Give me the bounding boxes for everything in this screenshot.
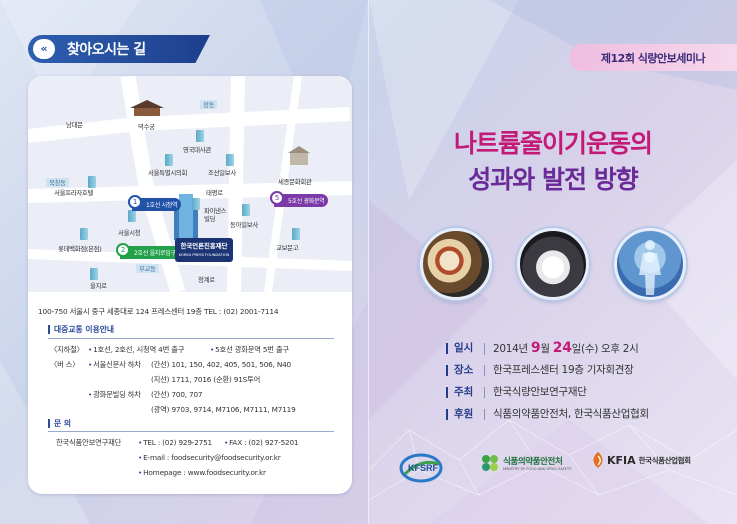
building-icon — [192, 198, 200, 210]
bus-stop-2-lines: (간선) 700, 707 — [151, 390, 203, 399]
map-label-lotte: 롯데백화점(본점) — [58, 245, 102, 253]
location-map: 정동 뎍수궁 남대문 영국대사관 서울특별시의회 조선일보사 세종문화회관 북창… — [28, 76, 352, 292]
map-label-sejong-center: 세종문화회관 — [278, 178, 312, 186]
detail-value: 한국프레스센터 19층 기자회견장 — [484, 365, 634, 376]
building-icon — [226, 154, 234, 166]
building-icon — [90, 268, 98, 280]
map-label-plaza-hotel: 서울프라자호텔 — [54, 189, 94, 197]
detail-key: 장소 — [446, 365, 484, 376]
detail-key: 주최 — [446, 387, 484, 398]
building-icon — [80, 228, 88, 240]
detail-row-datetime: 일시 2014년 9월 24일(수) 오후 2시 — [446, 340, 639, 357]
mfds-logo: 식품의약품안전처 MINISTRY OF FOOD AND DRUG SAFET… — [479, 452, 571, 474]
kfia-name: 한국식품산업협회 — [638, 455, 691, 465]
building-icon — [165, 154, 173, 166]
bus-stop-1-lines-2: (지선) 1711, 7016 (순환) 91S투어 — [151, 375, 261, 384]
kfia-emblem-icon — [593, 452, 603, 468]
subway-label: 〈지하철〉 — [50, 345, 84, 354]
left-page: « 찾아오시는 길 — [0, 0, 368, 524]
contact-tel: TEL : (02) 929-2751 — [138, 438, 212, 447]
page-fold — [368, 0, 369, 524]
human-body-image — [614, 228, 686, 300]
subway-icon: 2 — [116, 243, 130, 257]
salt-bowl-image — [517, 228, 589, 300]
title-line-2: 성과와 발전 방향 — [468, 165, 638, 194]
detail-value: 2014년 9월 24일(수) 오후 2시 — [484, 341, 639, 355]
building-icon — [242, 204, 250, 216]
destination-name-en: KOREA PRESS FOUNDATION — [178, 252, 230, 257]
bus-stop-1: 서울신문사 하차 — [88, 360, 141, 370]
map-label-bukchangdong: 북창동 — [46, 178, 69, 187]
contact-email[interactable]: E-mail : foodsecurity@foodsecurity.or.kr — [138, 453, 281, 462]
detail-key: 일시 — [446, 343, 484, 354]
detail-value: 식품의약품안전처, 한국식품산업협회 — [484, 409, 649, 420]
bus-label: 〈버 스〉 — [50, 360, 80, 369]
contact-org: 한국식품안보연구재단 — [56, 438, 122, 447]
mfds-name-en: MINISTRY OF FOOD AND DRUG SAFETY — [503, 467, 572, 471]
mfds-name: 식품의약품안전처 — [503, 457, 563, 467]
building-icon — [292, 228, 300, 240]
building-icon — [196, 130, 204, 142]
title-line-1: 나트륨줄이기운동의 — [453, 129, 653, 158]
detail-row-venue: 장소 한국프레스센터 19층 기자회견장 — [446, 362, 634, 379]
human-figure-icon — [639, 240, 661, 295]
address-line: 100-750 서울시 중구 세종대로 124 프레스센터 19층 TEL : … — [38, 307, 279, 316]
contact-homepage[interactable]: Homepage : www.foodsecurity.or.kr — [138, 468, 266, 477]
map-label-chosun-ilbo: 조선일보사 — [208, 169, 236, 177]
map-label-british-embassy: 영국대사관 — [183, 146, 211, 154]
kfsrf-logo: KFSRF — [399, 452, 459, 484]
map-label-euljiro: 을지로 — [90, 282, 107, 290]
kfia-abbr: KFIA — [607, 453, 636, 467]
station-line5-gwanghwamun: 5 5호선 광화문역 — [270, 191, 329, 207]
divider — [48, 338, 334, 339]
map-label-seoul-council: 서울특별시의회 — [148, 169, 188, 177]
subway-icon: 1 — [128, 195, 142, 209]
station-line1-cityhall: 1 1호선 시청역 — [128, 195, 182, 211]
transport-heading: 대중교통 이용안내 — [48, 325, 114, 334]
map-label-chungdong: 정동 — [200, 100, 218, 109]
kfia-logo: KFIA 한국식품산업협회 — [591, 452, 691, 468]
double-chevron-left-icon: « — [33, 39, 55, 59]
map-label-gyobo: 교보문고 — [276, 244, 299, 252]
kfsrf-emblem-icon: KFSRF — [399, 453, 443, 483]
location-card: 정동 뎍수궁 남대문 영국대사관 서울특별시의회 조선일보사 세종문화회관 북창… — [28, 76, 352, 494]
section-title-tab: « 찾아오시는 길 — [28, 35, 210, 63]
map-label-namdaemun: 남대문 — [66, 121, 83, 129]
bus-stop-1-lines: (간선) 101, 150, 402, 405, 501, 506, N40 — [151, 360, 291, 369]
map-label-seoul-cityhall: 서울시청 — [118, 229, 141, 237]
map-label-dong-a: 동아일보사 — [230, 221, 258, 229]
svg-text:KFSRF: KFSRF — [408, 463, 438, 473]
contact-fax: FAX : (02) 927-5201 — [224, 438, 298, 447]
map-label-taepyeongro: 태평로 — [206, 189, 223, 197]
right-page: 제12회 식량안보세미나 나트륨줄이기운동의 성과와 발전 방향 일시 2014… — [369, 0, 737, 524]
destination-name: 한국언론진흥재단 — [180, 242, 228, 250]
destination-marker: 한국언론진흥재단 KOREA PRESS FOUNDATION — [175, 238, 233, 262]
map-label-deoksugung: 뎍수궁 — [138, 123, 155, 131]
building-icon — [88, 176, 96, 188]
detail-row-sponsor: 후원 식품의약품안전처, 한국식품산업협회 — [446, 406, 649, 423]
bus-stop-2: 광화문빌딩 하차 — [88, 390, 141, 400]
detail-key: 후원 — [446, 409, 484, 420]
map-label-cheonggyero: 청계로 — [198, 276, 215, 284]
detail-row-host: 주최 한국식량안보연구재단 — [446, 384, 587, 401]
building-icon — [128, 210, 136, 222]
map-label-mugyodong: 무교동 — [136, 264, 159, 273]
subway-exit-2: 5호선 광화문역 5번 출구 — [210, 345, 289, 355]
contact-heading: 문 의 — [48, 419, 71, 428]
map-label-finance-building: 파이낸스 빌딩 — [204, 207, 227, 223]
seminar-badge: 제12회 식량안보세미나 — [569, 44, 737, 71]
subway-exit-1: 1호선, 2호선, 시청역 4번 출구 — [88, 345, 184, 355]
korean-food-table-image — [420, 228, 492, 300]
station-line2-euljiro: 2 2호선 을지로입구역 — [116, 243, 185, 259]
mfds-emblem-icon — [482, 455, 498, 471]
divider — [48, 431, 334, 432]
detail-value: 한국식량안보연구재단 — [484, 387, 587, 398]
section-title: 찾아오시는 길 — [67, 42, 146, 58]
subway-icon: 5 — [270, 191, 284, 205]
bus-stop-2-lines-2: (광역) 9703, 9714, M7106, M7111, M7119 — [151, 405, 296, 414]
